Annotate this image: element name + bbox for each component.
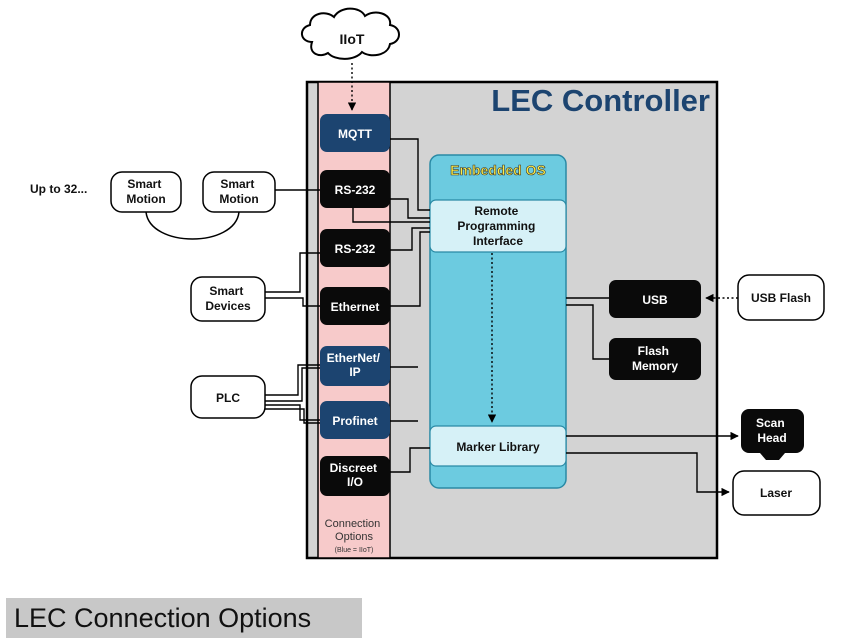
port-ethernetip[interactable]: EtherNet/ IP: [320, 346, 390, 386]
port-rs232-b-label: RS-232: [335, 242, 376, 256]
marker-library-label: Marker Library: [456, 440, 540, 454]
smart-devices: Smart Devices: [190, 276, 266, 322]
laser-box: Laser: [732, 470, 821, 516]
port-mqtt-label: MQTT: [338, 127, 373, 141]
port-profinet-label: Profinet: [332, 414, 377, 428]
port-to-os-lines: [352, 138, 430, 473]
port-rs232-b[interactable]: RS-232: [320, 229, 390, 267]
port-ethernetip-label: EtherNet/ IP: [327, 351, 384, 379]
left-connection-lines: [265, 189, 320, 424]
plc: PLC: [190, 375, 266, 419]
port-profinet[interactable]: Profinet: [320, 401, 390, 439]
svg-text:Laser: Laser: [760, 486, 792, 500]
embedded-os-label: Embedded OS: [450, 162, 546, 178]
svg-text:Smart Devices: Smart Devices: [205, 284, 251, 313]
svg-text:Smart Motion: Smart Motion: [219, 177, 258, 206]
svg-text:Scan Head: Scan Head: [756, 416, 788, 445]
port-rs232-a-label: RS-232: [335, 183, 376, 197]
page-caption: LEC Connection Options: [6, 598, 362, 638]
usb-box: USB: [609, 280, 701, 318]
port-ethernet-label: Ethernet: [331, 300, 380, 314]
port-discreet-io[interactable]: Discreet I/O: [320, 456, 390, 496]
port-discreet-io-label: Discreet I/O: [330, 461, 381, 489]
smart-motion-1: Smart Motion: [110, 171, 182, 213]
svg-text:PLC: PLC: [216, 391, 240, 405]
remote-programming-box: [429, 199, 567, 253]
remote-programming-label: Remote Programming Interface: [457, 204, 538, 248]
port-ethernet[interactable]: Ethernet: [320, 287, 390, 325]
smart-motion-link: [145, 211, 240, 240]
iiot-label: IIoT: [340, 31, 365, 47]
svg-text:USB Flash: USB Flash: [751, 291, 811, 305]
usb-flash-box: USB Flash: [737, 274, 825, 321]
marker-library-box: [429, 425, 567, 467]
svg-text:USB: USB: [642, 293, 668, 307]
marker-output-lines: [566, 431, 739, 497]
controller-title: LEC Controller: [491, 83, 710, 118]
iiot-cloud: [301, 7, 400, 60]
port-rs232-a[interactable]: RS-232: [320, 170, 390, 208]
svg-text:Smart Motion: Smart Motion: [126, 177, 165, 206]
flash-memory-box: Flash Memory: [609, 338, 701, 380]
port-mqtt[interactable]: MQTT: [320, 114, 390, 152]
up-to-label: Up to 32...: [30, 182, 87, 196]
os-to-usb-lines: [566, 297, 609, 360]
connection-legend: (Blue = IIoT): [335, 547, 374, 554]
connection-options-label: Connection Options: [325, 518, 384, 543]
scan-head-box: Scan Head: [741, 409, 804, 460]
svg-text:Flash Memory: Flash Memory: [632, 344, 678, 373]
smart-motion-2: Smart Motion: [202, 171, 276, 213]
